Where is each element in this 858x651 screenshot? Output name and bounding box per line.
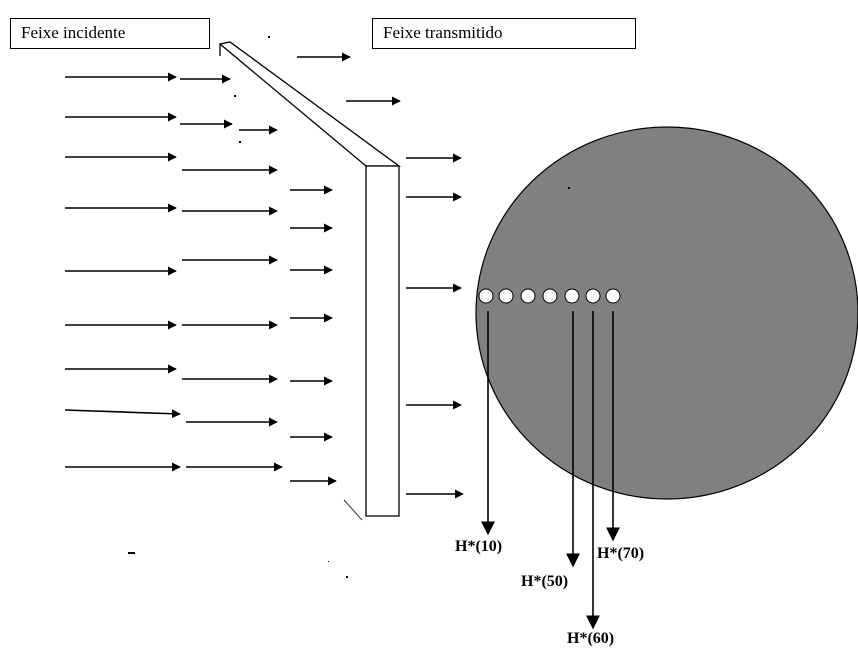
point (478, 288, 494, 304)
transmitted-beam-arrows (297, 52, 464, 499)
measurement-points (478, 288, 621, 304)
dose-label-h10: H*(10) (455, 538, 503, 555)
depth-leader-lines (481, 311, 620, 630)
slab-top-face (218, 41, 401, 167)
incident-beam-label: Feixe incidente (10, 18, 210, 49)
attenuated-arrows (290, 185, 337, 486)
point (520, 288, 536, 304)
attenuator-slab (218, 41, 401, 517)
dose-label-h50: H*(50) (521, 573, 569, 590)
transmitted-beam-label: Feixe transmitido (372, 18, 636, 49)
dose-label-h60: H*(60) (567, 630, 615, 647)
point (585, 288, 601, 304)
incident-beam-arrows (64, 72, 283, 472)
specks (128, 36, 570, 578)
dose-label-h70: H*(70) (597, 545, 645, 562)
arrow (64, 409, 181, 419)
point (542, 288, 558, 304)
point (605, 288, 621, 304)
phantom-sphere (475, 126, 858, 500)
point (564, 288, 580, 304)
slab-front-face (365, 165, 400, 517)
point (498, 288, 514, 304)
